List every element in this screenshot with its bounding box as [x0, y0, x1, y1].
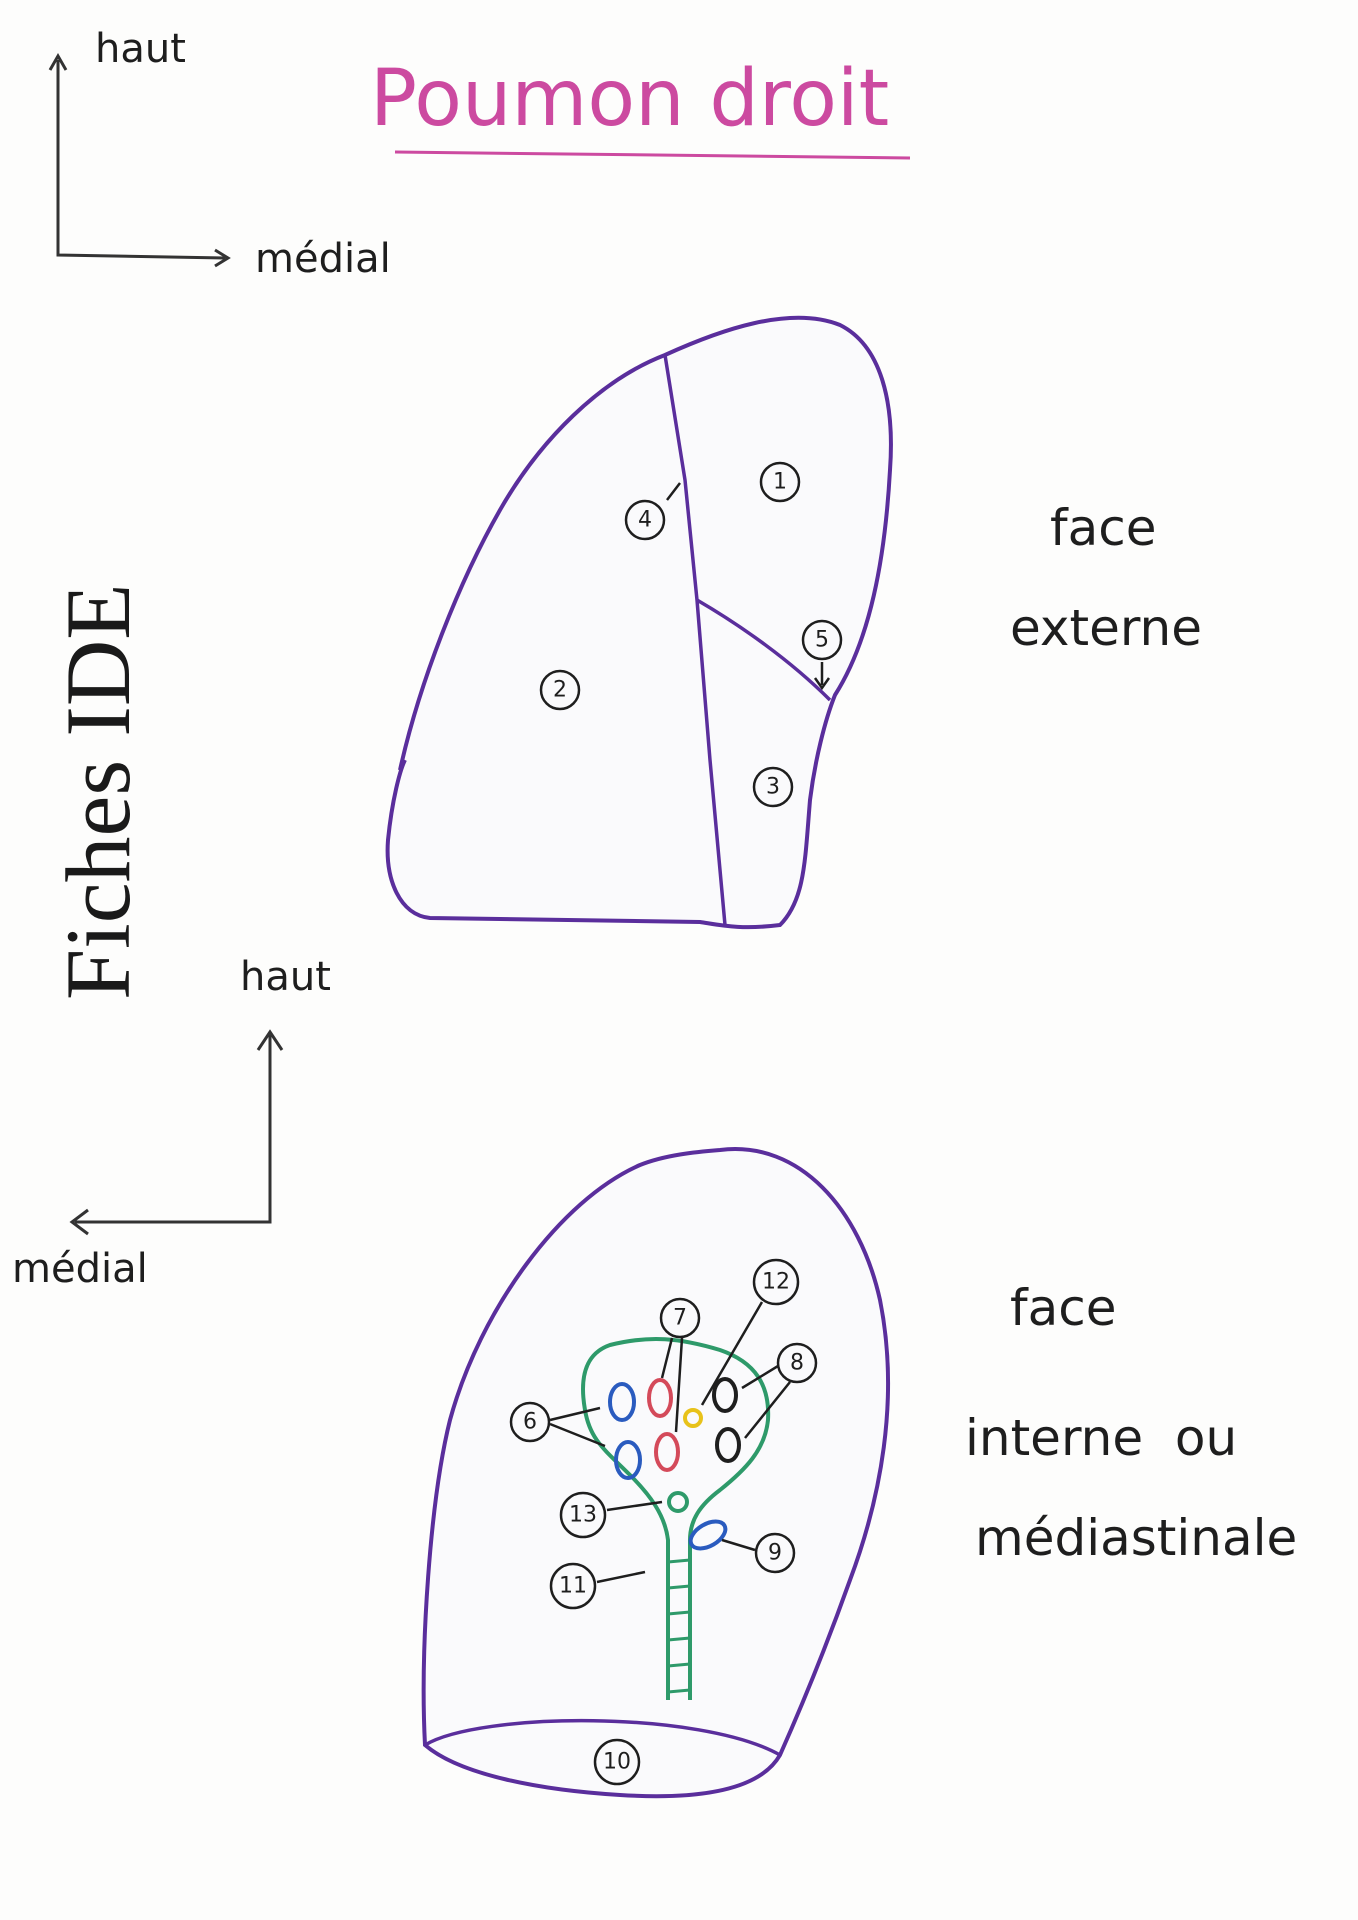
hilum-outline [580, 1337, 771, 1700]
ring-line [667, 1636, 691, 1642]
marker-circle [752, 1258, 800, 1306]
marker-4: 4 [624, 482, 681, 541]
lung-base [424, 1718, 781, 1757]
marker-2: 2 [539, 669, 581, 711]
marker-1: 1 [759, 461, 801, 503]
pointer-arrow-icon [660, 1337, 684, 1433]
external-face-label-line-2: externe [1010, 599, 1202, 657]
marker-number: 2 [553, 678, 567, 703]
marker-circle [509, 1401, 551, 1443]
pointer-arrow-icon [666, 482, 681, 501]
hilum [580, 1337, 771, 1700]
axis-lines [75, 1035, 272, 1224]
marker-circle [776, 1342, 818, 1384]
marker-number: 7 [673, 1306, 687, 1331]
axis-side-label: médial [255, 236, 391, 282]
ring-line [667, 1688, 691, 1694]
azygos-vein [688, 1519, 728, 1551]
marker-number: 6 [523, 1410, 537, 1435]
horizontal-fissure [696, 598, 832, 702]
marker-5: 5 [801, 619, 843, 691]
arrow-right-icon [214, 248, 231, 268]
marker-10: 10 [593, 1738, 641, 1786]
ring-line [667, 1558, 691, 1564]
internal-face-label-line-3: médiastinale [975, 1509, 1297, 1567]
bronchus-rings [667, 1558, 691, 1694]
marker-circle [752, 766, 794, 808]
marker-8: 8 [741, 1342, 818, 1439]
ring-line [667, 1610, 691, 1616]
marker-circle [549, 1562, 597, 1610]
axis-up-label: haut [95, 26, 186, 72]
pulmonary-artery-upper [647, 1378, 673, 1418]
title-underline [394, 150, 911, 160]
marker-3: 3 [752, 766, 794, 808]
marker-circle [754, 1532, 796, 1574]
marker-number: 13 [569, 1503, 597, 1528]
marker-number: 10 [603, 1750, 631, 1775]
pointer-arrow-icon [700, 1301, 764, 1406]
marker-number: 1 [773, 470, 787, 495]
lung-outline [421, 1147, 891, 1799]
marker-number: 11 [559, 1574, 587, 1599]
marker-13: 13 [559, 1491, 663, 1539]
marker-number: 4 [638, 508, 652, 533]
arrow-left-icon [69, 1208, 89, 1236]
marker-number: 8 [790, 1351, 804, 1376]
marker-7: 7 [659, 1297, 701, 1433]
marker-6: 6 [509, 1401, 606, 1448]
marker-number: 9 [768, 1541, 782, 1566]
arrow-up-icon [256, 1029, 284, 1051]
marker-number: 3 [766, 775, 780, 800]
marker-circle [539, 669, 581, 711]
marker-circle [559, 1491, 607, 1539]
lymph-node-circle [667, 1491, 689, 1513]
pulmonary-vein-upper [608, 1382, 636, 1422]
arrow-up-icon [48, 52, 68, 71]
external-face-label-line-1: face [1050, 499, 1157, 557]
lung-internal-face [421, 1147, 891, 1799]
pointer-arrow-icon [721, 1538, 756, 1552]
orientation-axis-bottom: haut médial [12, 954, 331, 1292]
pointer-arrow-icon [741, 1364, 791, 1439]
pulmonary-artery-lower [654, 1432, 680, 1472]
page-title: Poumon droit [370, 54, 889, 144]
marker-circle [624, 499, 666, 541]
axis-side-label: médial [12, 1246, 148, 1292]
marker-12: 12 [700, 1258, 800, 1406]
pulmonary-vein-lower [614, 1440, 642, 1480]
marker-11: 11 [549, 1562, 646, 1610]
ring-line [667, 1584, 691, 1590]
axis-up-label: haut [240, 954, 331, 1000]
bronchus-upper [712, 1377, 738, 1413]
marker-number: 5 [815, 628, 829, 653]
marker-circle [659, 1297, 701, 1339]
marker-circle [801, 619, 843, 661]
pointer-arrow-icon [596, 1570, 646, 1584]
orientation-axis-top: haut médial [48, 26, 391, 282]
marker-circle [593, 1738, 641, 1786]
internal-face-label-line-2: interne ou [965, 1409, 1237, 1467]
internal-face-label-line-1: face [1010, 1279, 1117, 1337]
pointer-arrow-icon [549, 1406, 606, 1448]
marker-number: 12 [762, 1270, 790, 1295]
pointer-arrow-icon [606, 1500, 663, 1512]
marker-9: 9 [721, 1532, 796, 1574]
pointer-arrow-icon [813, 662, 831, 691]
marker-circle [759, 461, 801, 503]
ring-line [667, 1662, 691, 1668]
bronchus-lower [715, 1427, 741, 1463]
axis-lines [56, 60, 226, 260]
nerve-circle [683, 1408, 703, 1428]
